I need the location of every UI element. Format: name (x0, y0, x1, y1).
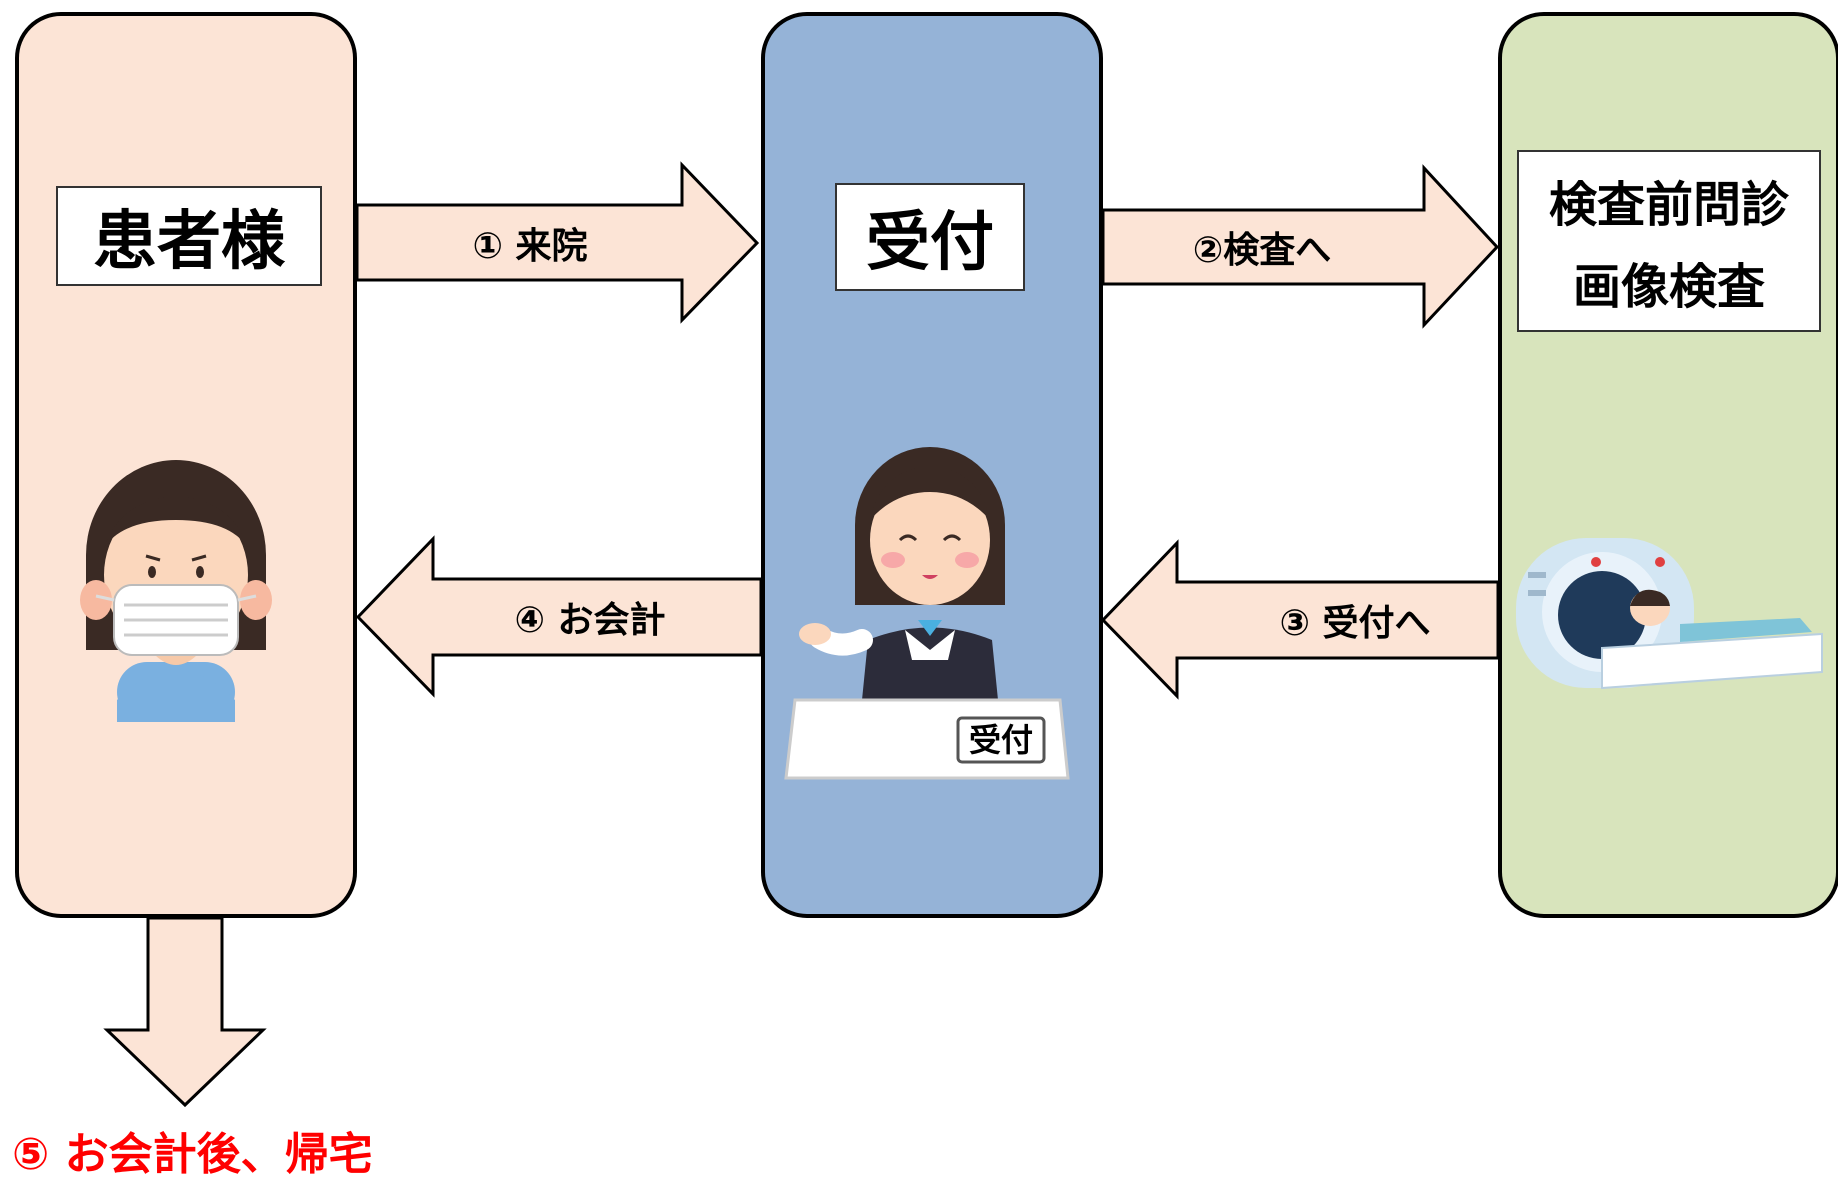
step1-label: ① 来院 (472, 226, 588, 267)
arrow-down-home (103, 916, 267, 1108)
arrow-right-visit (355, 161, 760, 324)
reception-label-text: 受付 (866, 206, 994, 280)
masked-patient-icon (80, 460, 272, 722)
exam-label-line2: 画像検査 (1572, 259, 1765, 315)
step2-label: ②検査へ (1192, 230, 1332, 271)
exam-label: 検査前問診 画像検査 (1517, 150, 1821, 332)
receptionist-icon (784, 447, 1070, 780)
reception-label: 受付 (835, 183, 1025, 291)
mri-scanner-icon (1516, 538, 1823, 690)
patient-label: 患者様 (56, 186, 322, 286)
desk-sign: 受付 (969, 721, 1033, 759)
patient-label-text: 患者様 (93, 205, 285, 279)
arrow-right-to-exam (1101, 164, 1500, 329)
arrow-left-to-reception (1100, 539, 1500, 700)
step4-label: ④ お会計 (514, 600, 666, 641)
final-step-label: ⑤ お会計後、帰宅 (12, 1129, 373, 1180)
exam-label-line1: 検査前問診 (1548, 177, 1789, 233)
step3-label: ③ 受付へ (1279, 603, 1431, 644)
arrow-left-checkout (355, 535, 763, 698)
